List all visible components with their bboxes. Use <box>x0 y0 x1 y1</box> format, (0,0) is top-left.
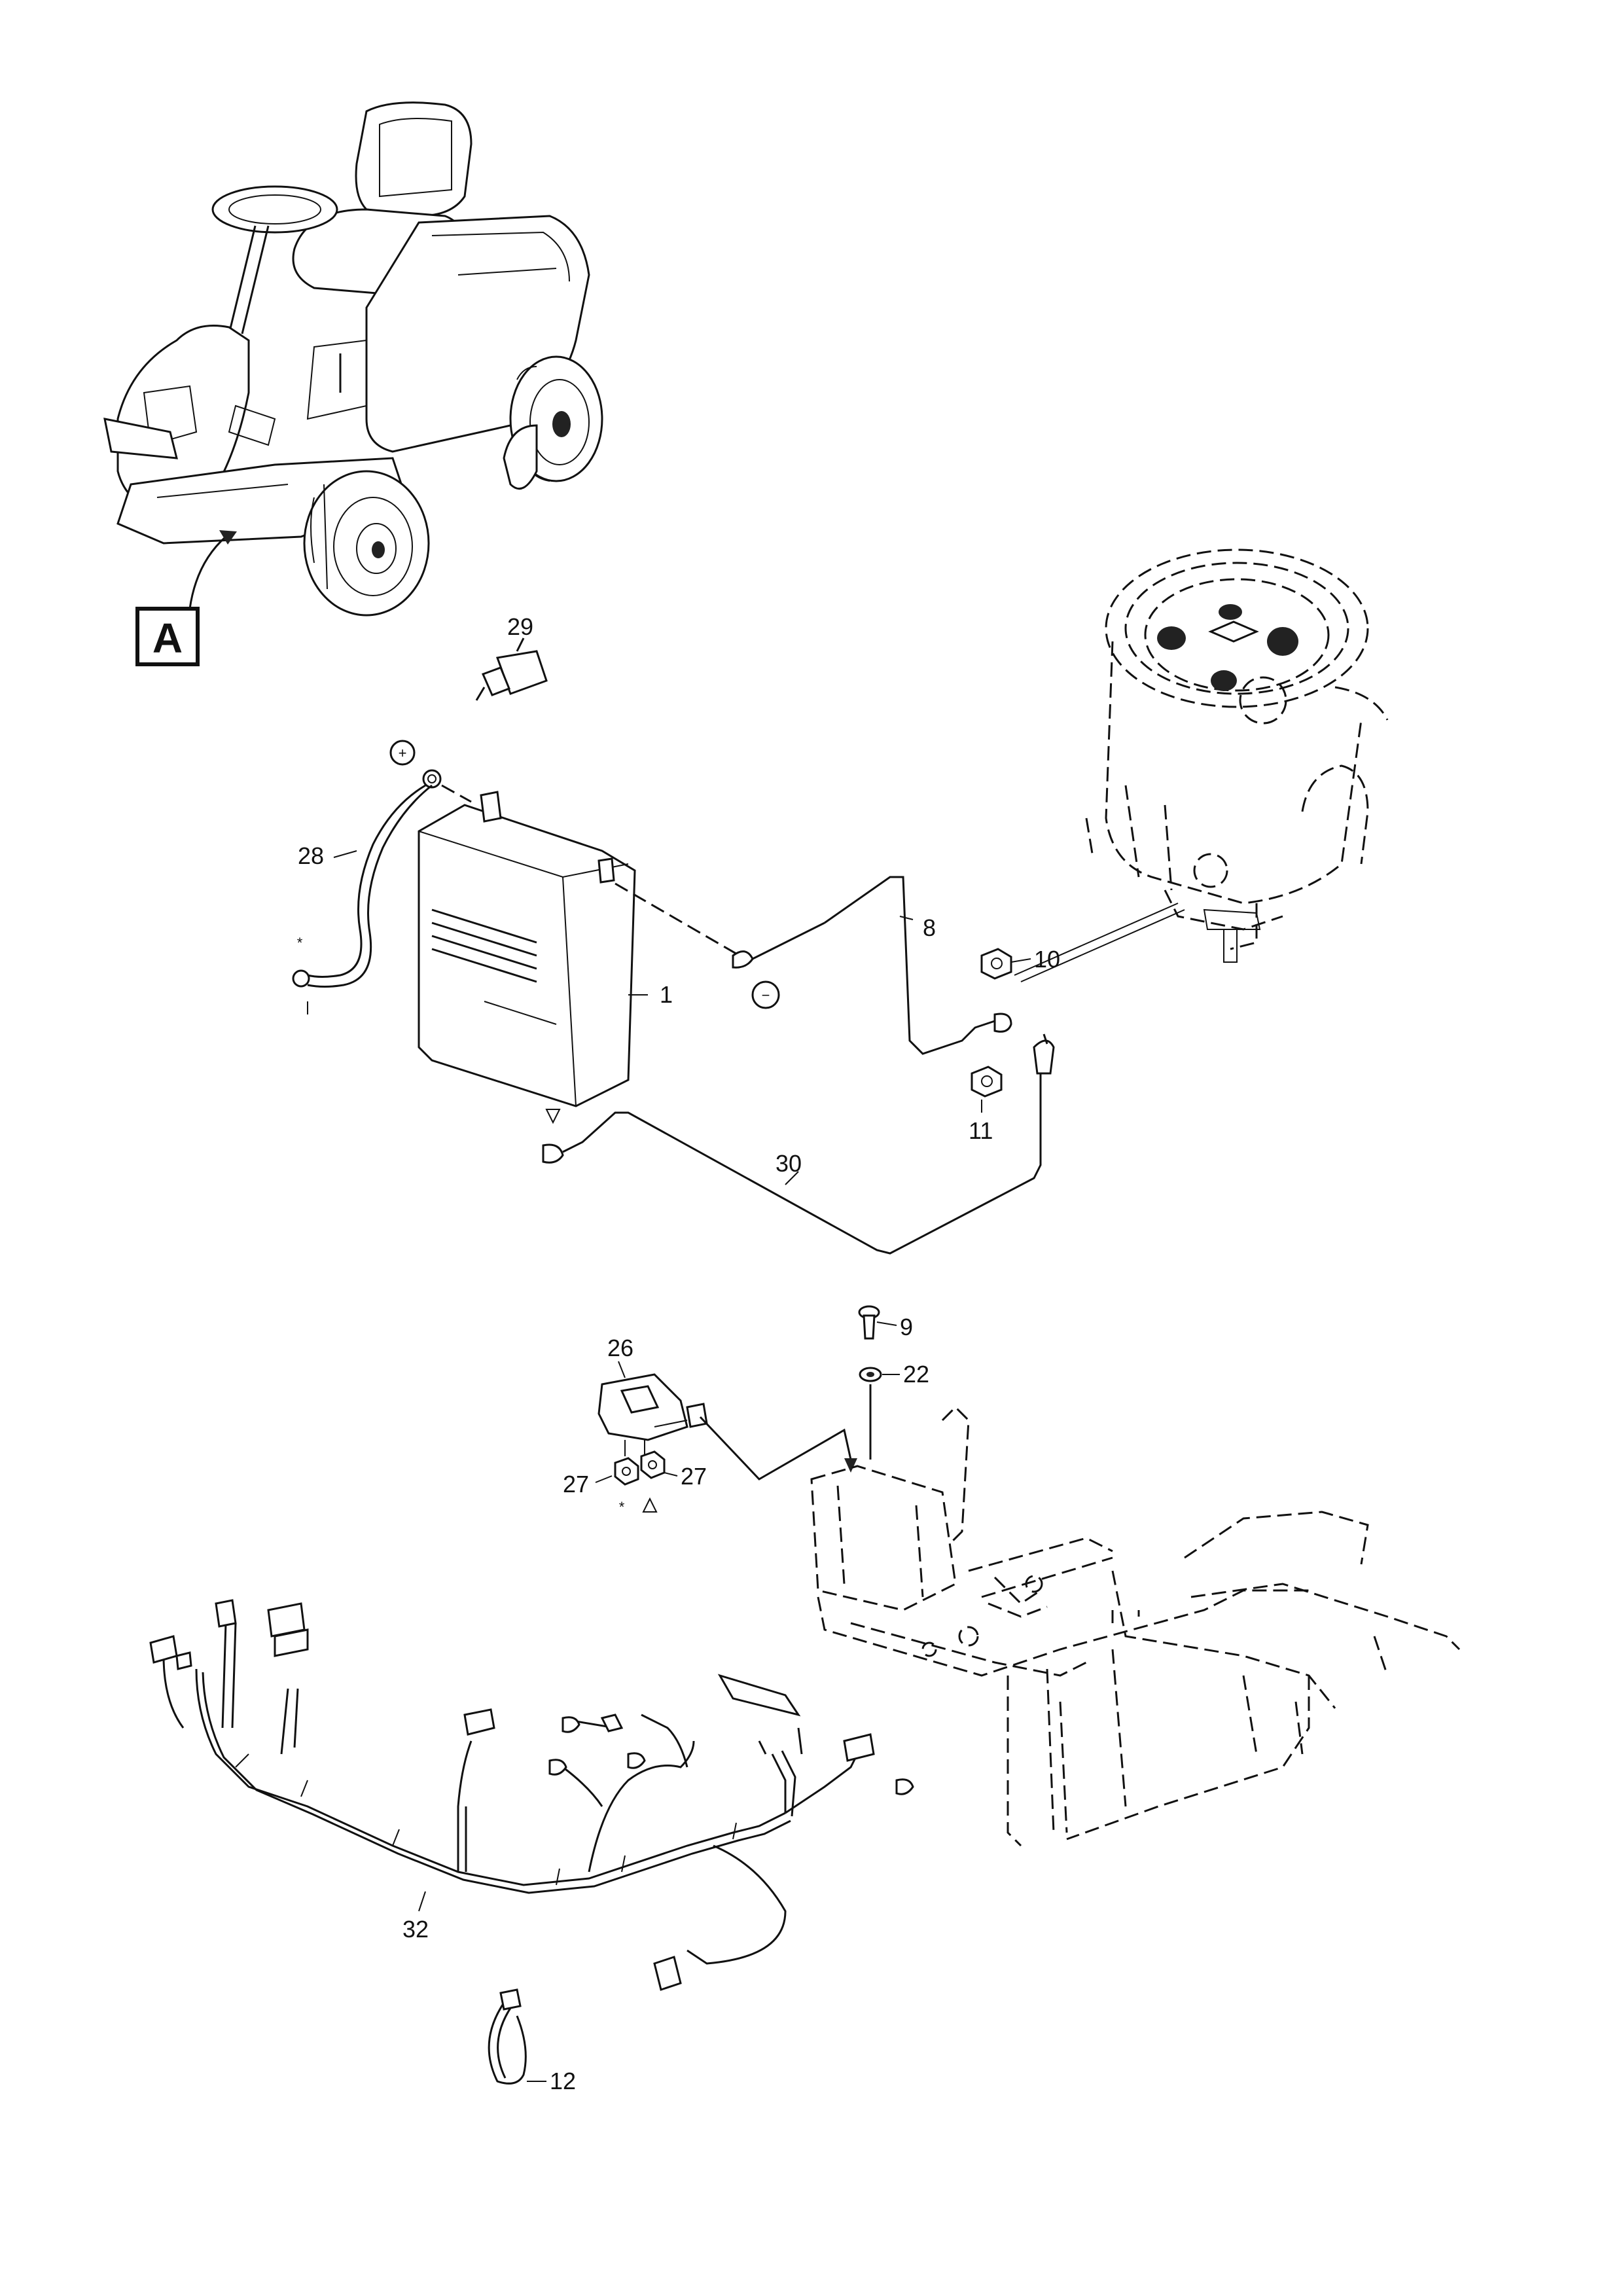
view-label: A <box>152 615 183 662</box>
part-32-wiring-harness: 32 <box>149 1599 914 1991</box>
part-22-washer: 22 <box>859 1361 929 1460</box>
callout-12: 12 <box>550 2068 576 2094</box>
part-8-negative-cable: 8 <box>615 876 1012 1055</box>
part-9-screw: 9 <box>858 1305 913 1340</box>
callout-32: 32 <box>402 1916 429 1943</box>
callout-26: 26 <box>607 1335 633 1361</box>
callout-9: 9 <box>900 1314 913 1340</box>
part-30-ground-cable: 30 <box>542 903 1185 1255</box>
callout-27-right: 27 <box>681 1463 707 1490</box>
callout-8: 8 <box>923 914 936 941</box>
callout-30: 30 <box>776 1150 802 1177</box>
part-29-connector: 29 <box>475 613 548 701</box>
part-27-nuts: 27 27 * <box>563 1450 707 1515</box>
callout-29: 29 <box>507 613 533 640</box>
engine-outline <box>1085 548 1389 963</box>
plus-symbol: + <box>399 745 407 761</box>
part-26-switch: 26 <box>597 1335 857 1480</box>
callout-28: 28 <box>298 842 324 869</box>
minus-circle-icon: − <box>751 980 780 1009</box>
asterisk-marker-1: * <box>297 935 303 951</box>
plus-circle-icon: + <box>389 740 416 766</box>
callout-27-left: 27 <box>563 1471 589 1498</box>
callout-22: 22 <box>903 1361 929 1388</box>
triangle-icon <box>642 1497 658 1513</box>
part-1-battery: 1 <box>418 791 673 1107</box>
part-11-nut: 11 <box>969 1066 1003 1144</box>
frame-outline <box>810 1405 1461 1847</box>
minus-symbol: − <box>762 987 770 1003</box>
callout-11: 11 <box>969 1117 993 1144</box>
riding-mower-illustration <box>103 101 603 617</box>
part-10-nut: 10 <box>980 946 1060 980</box>
callout-10: 10 <box>1034 946 1060 973</box>
part-12-cable-tie: 12 <box>488 1988 576 2094</box>
asterisk-marker-2: * <box>619 1499 625 1515</box>
callout-1: 1 <box>660 981 673 1008</box>
part-28-positive-cable: * 28 <box>292 769 472 1014</box>
triangle-icon <box>545 1109 561 1124</box>
view-indicator-a: A <box>135 530 237 666</box>
view-label-box <box>135 607 200 666</box>
